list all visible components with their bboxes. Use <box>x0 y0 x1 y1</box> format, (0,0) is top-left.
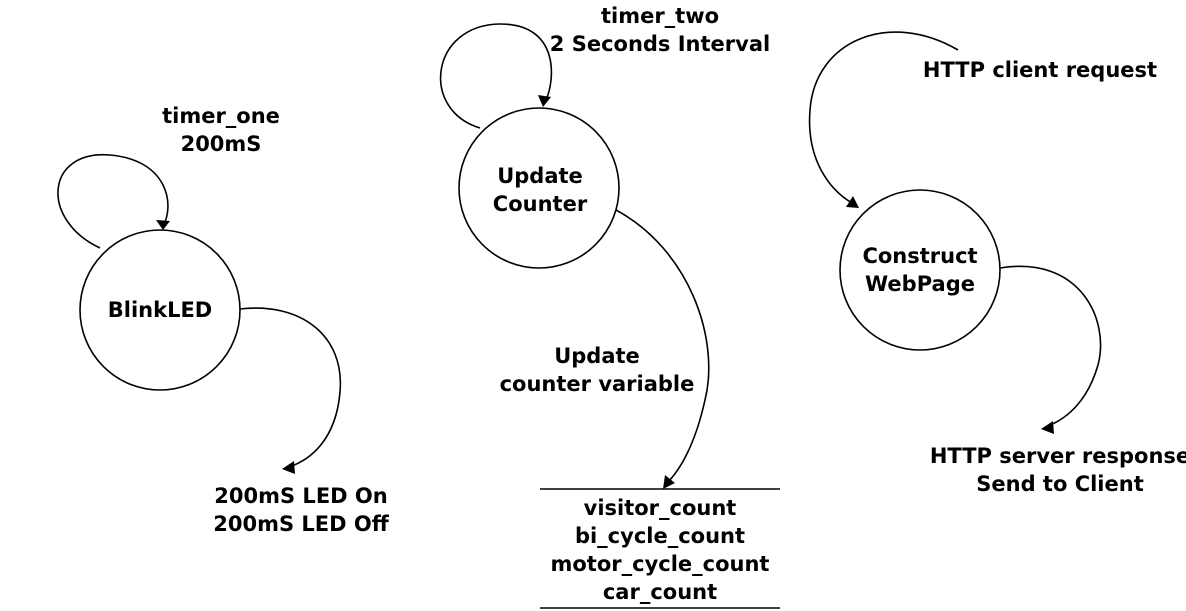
update-variable-arrowhead <box>663 475 675 489</box>
construct-webpage-label-line2: WebPage <box>865 272 975 296</box>
data-store-item: car_count <box>603 580 717 604</box>
http-response-label-line1: HTTP server response <box>930 444 1186 468</box>
blink-led-group: BlinkLED timer_one 200mS 200mS LED On 20… <box>57 104 390 536</box>
timer-two-loop-arrow <box>439 23 553 129</box>
timer-one-interval-label: 200mS <box>181 132 262 156</box>
data-store-item: visitor_count <box>584 496 737 520</box>
http-response-arrow <box>999 265 1102 427</box>
http-response-arrowhead <box>1041 421 1054 434</box>
http-request-label: HTTP client request <box>923 58 1157 82</box>
data-store-item: bi_cycle_count <box>575 524 745 548</box>
counter-data-store: visitor_count bi_cycle_count motor_cycle… <box>540 488 780 609</box>
timer-one-label: timer_one <box>162 104 280 128</box>
http-response-label-line2: Send to Client <box>976 472 1143 496</box>
update-variable-label-line2: counter variable <box>500 372 695 396</box>
construct-webpage-group: HTTP client request Construct WebPage HT… <box>808 31 1186 496</box>
led-on-label: 200mS LED On <box>214 484 387 508</box>
construct-webpage-label-line1: Construct <box>862 244 977 268</box>
led-off-label: 200mS LED Off <box>213 512 389 536</box>
data-store-item: motor_cycle_count <box>551 552 770 576</box>
http-request-arrow <box>808 31 959 204</box>
led-output-arrowhead <box>282 461 295 474</box>
timer-two-interval-label: 2 Seconds Interval <box>550 32 770 56</box>
update-counter-group: Update Counter timer_two 2 Seconds Inter… <box>439 4 770 489</box>
timer-two-label: timer_two <box>601 4 719 28</box>
update-counter-process <box>458 107 620 269</box>
update-variable-label-line1: Update <box>554 344 640 368</box>
update-variable-arrow <box>615 209 710 484</box>
blink-led-process <box>79 229 241 391</box>
construct-webpage-process <box>839 189 1001 351</box>
update-counter-label-line1: Update <box>497 164 583 188</box>
timer-one-loop-arrow <box>57 154 169 249</box>
timer-one-loop-arrowhead <box>156 220 170 230</box>
update-counter-label-line2: Counter <box>493 192 588 216</box>
timer-two-loop-arrowhead <box>538 95 551 107</box>
blink-led-label: BlinkLED <box>108 298 212 322</box>
led-output-arrow <box>239 307 342 468</box>
http-request-arrowhead <box>846 196 859 208</box>
